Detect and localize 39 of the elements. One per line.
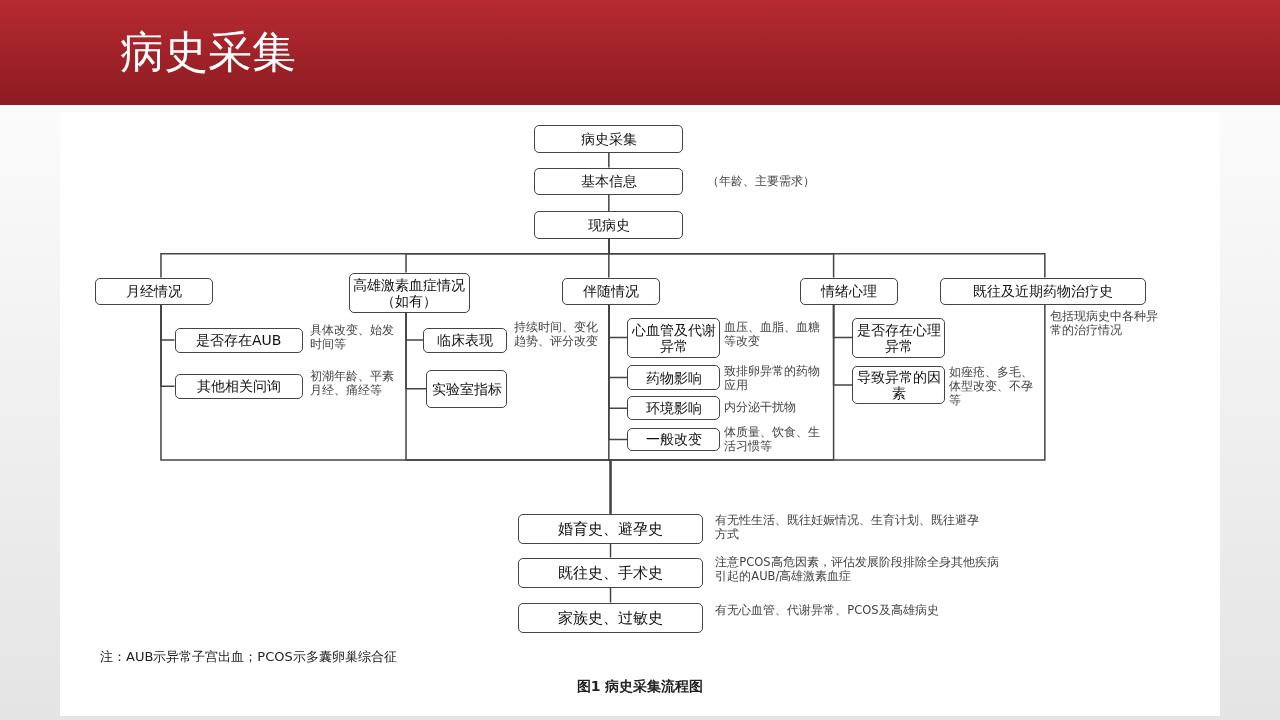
process-box: 是否存在心理异常	[852, 317, 946, 358]
note-text: 如痤疮、多毛、体型改变、不孕等	[948, 365, 1034, 407]
note-text: （年龄、主要需求）	[706, 173, 816, 188]
process-box: 情绪心理	[799, 277, 898, 305]
process-box: 基本信息	[534, 167, 684, 195]
note-text: 有无性生活、既往妊娠情况、生育计划、既往避孕方式	[715, 512, 981, 541]
note-text: 血压、血脂、血糖等改变	[723, 320, 821, 348]
connector-line	[608, 151, 610, 169]
process-box: 家族史、过敏史	[517, 602, 704, 633]
figure-caption: 图1 病史采集流程图	[575, 678, 705, 696]
note-text: 内分泌干扰物	[723, 400, 797, 414]
process-box: 病史采集	[534, 125, 684, 153]
connector-line	[608, 194, 610, 212]
process-box: 是否存在AUB	[174, 327, 303, 353]
note-text: 持续时间、变化趋势、评分改变	[514, 320, 600, 348]
note-text: 包括现病史中各种异常的治疗情况	[1049, 308, 1159, 337]
note-text: 致排卵异常的药物应用	[723, 363, 821, 392]
process-box: 环境影响	[627, 396, 721, 420]
process-box: 其他相关问询	[174, 373, 303, 399]
process-box: 一般改变	[627, 427, 721, 452]
process-box: 现病史	[534, 211, 684, 239]
connector-line	[609, 304, 1046, 515]
process-box: 心血管及代谢异常	[627, 317, 721, 358]
process-box: 导致异常的因素	[852, 366, 946, 404]
process-box: 实验室指标	[426, 370, 508, 408]
note-text: 注意PCOS高危因素，评估发展阶段排除全身其他疾病引起的AUB/高雄激素血症	[715, 555, 1000, 583]
process-box: 既往史、手术史	[517, 557, 704, 588]
process-box: 月经情况	[95, 277, 214, 305]
process-box: 高雄激素血症情况（如有）	[348, 272, 471, 313]
process-box: 伴随情况	[561, 277, 660, 305]
note-text: 初潮年龄、平素月经、痛经等	[309, 368, 395, 397]
process-box: 婚育史、避孕史	[517, 513, 704, 544]
footnote: 注：AUB示异常子宫出血；PCOS示多囊卵巢综合征	[100, 650, 397, 664]
note-text: 具体改变、始发时间等	[309, 322, 395, 351]
note-text: 体质量、饮食、生活习惯等	[723, 425, 821, 453]
process-box: 既往及近期药物治疗史	[940, 277, 1147, 305]
note-text: 有无心血管、代谢异常、PCOS及高雄病史	[715, 602, 940, 617]
process-box: 药物影响	[627, 365, 721, 390]
slide-title: 病史采集	[120, 25, 296, 79]
